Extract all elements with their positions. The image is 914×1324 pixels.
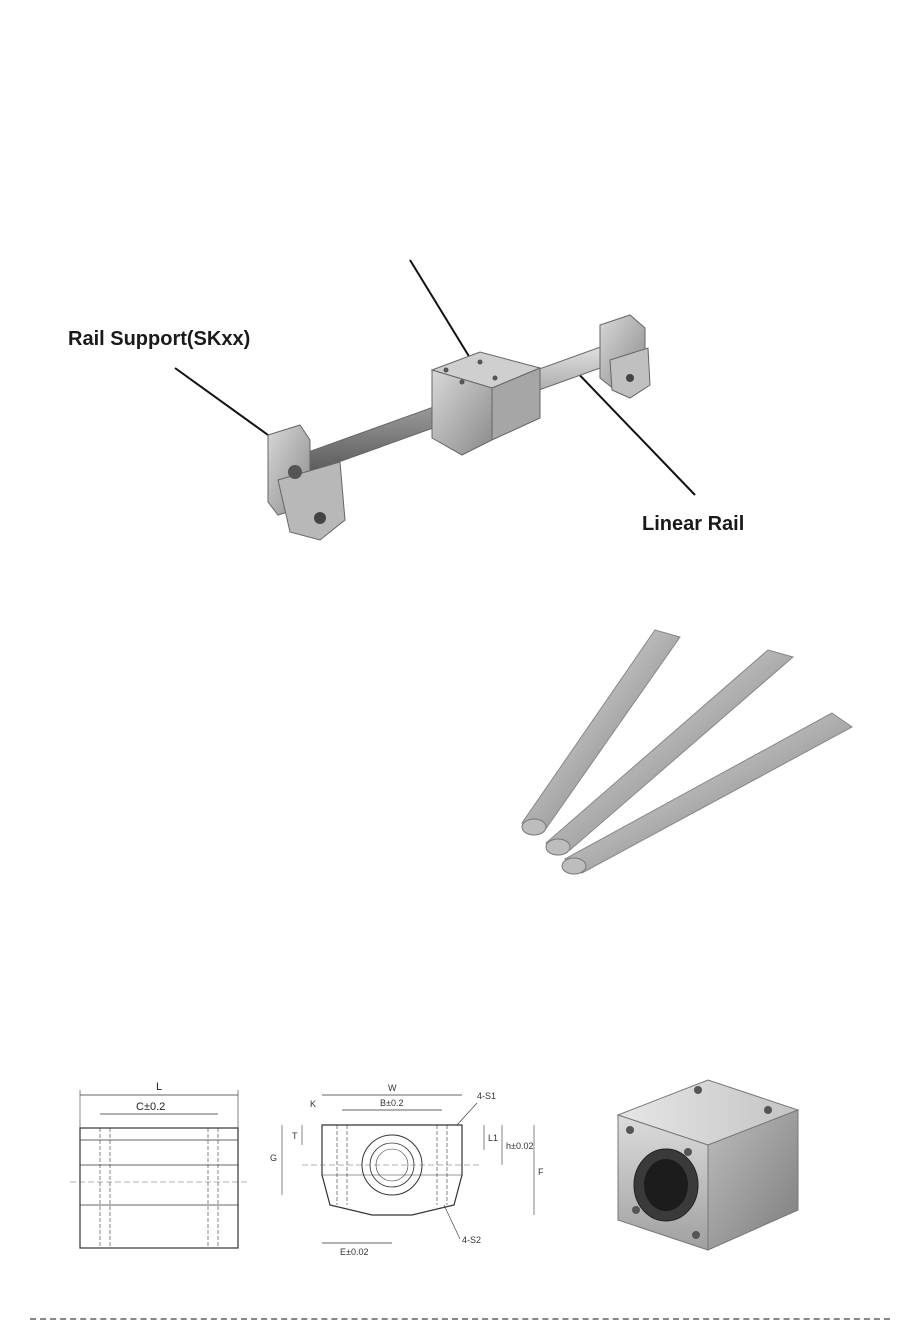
linear-rail-assembly-illustration (0, 240, 914, 560)
steel-shafts-illustration (510, 615, 870, 895)
dim-label-l1: L1 (488, 1133, 498, 1143)
front-view-drawing: K W B±0.2 4-S1 G T L1 h±0.02 F E±0.02 4-… (262, 1075, 562, 1265)
left-rail-support (268, 425, 345, 540)
linear-rail-label: Linear Rail (642, 513, 744, 536)
dim-label-c: C±0.2 (136, 1101, 165, 1113)
dim-label-h: h±0.02 (506, 1141, 533, 1151)
pointer-line-rail-support (175, 368, 268, 435)
dim-label-f: F (538, 1167, 544, 1177)
pointer-line-top (410, 260, 470, 358)
dim-label-s2: 4-S2 (462, 1235, 481, 1245)
dim-label-k: K (310, 1099, 316, 1109)
dim-label-e: E±0.02 (340, 1247, 368, 1257)
rail-support-label: Rail Support(SKxx) (68, 328, 250, 351)
linear-bearing-block-illustration (598, 1060, 818, 1260)
dim-label-t: T (292, 1131, 298, 1141)
dim-label-g: G (270, 1153, 277, 1163)
side-view-drawing: L C±0.2 (70, 1070, 250, 1260)
dim-label-w: W (388, 1083, 397, 1093)
right-rail-support (600, 315, 650, 398)
dim-label-l: L (156, 1081, 162, 1093)
bearing-block (432, 352, 540, 455)
dim-label-b: B±0.2 (380, 1098, 403, 1108)
page-bottom-rule (30, 1318, 890, 1320)
dim-label-s1: 4-S1 (477, 1091, 496, 1101)
